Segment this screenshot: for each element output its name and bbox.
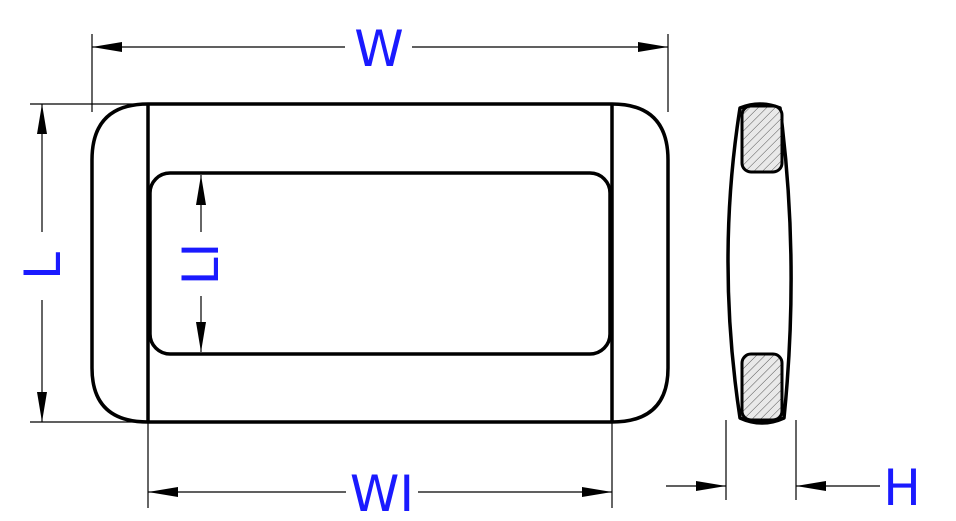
dimension-label-wi: WI bbox=[350, 465, 414, 521]
arrowhead-top bbox=[196, 175, 206, 205]
dimension-label-li: LI bbox=[172, 243, 230, 286]
dimension-h: H bbox=[666, 420, 921, 517]
dimension-w: W bbox=[91, 20, 669, 112]
dimension-wi: WI bbox=[147, 422, 613, 521]
arrowhead-bottom bbox=[37, 392, 47, 422]
arrowhead-left bbox=[148, 487, 178, 497]
dimension-label-w: W bbox=[354, 20, 403, 78]
arrowhead-right bbox=[638, 42, 668, 52]
upper-section-hatch-lines bbox=[740, 104, 784, 174]
arrowhead-left-pointing-right bbox=[696, 481, 726, 491]
dimension-label-l: L bbox=[14, 252, 72, 280]
arrowhead-right-pointing-left bbox=[796, 481, 826, 491]
dimension-l: L bbox=[14, 103, 148, 423]
arrowhead-top bbox=[37, 104, 47, 134]
dimension-li: LI bbox=[172, 175, 230, 352]
dimension-label-h: H bbox=[883, 459, 921, 517]
side-view bbox=[726, 102, 793, 425]
inner-opening bbox=[148, 171, 612, 356]
arrowhead-left bbox=[92, 42, 122, 52]
lower-section-hatch-lines bbox=[740, 352, 784, 422]
arrowhead-bottom bbox=[196, 322, 206, 352]
arrowhead-right bbox=[582, 487, 612, 497]
